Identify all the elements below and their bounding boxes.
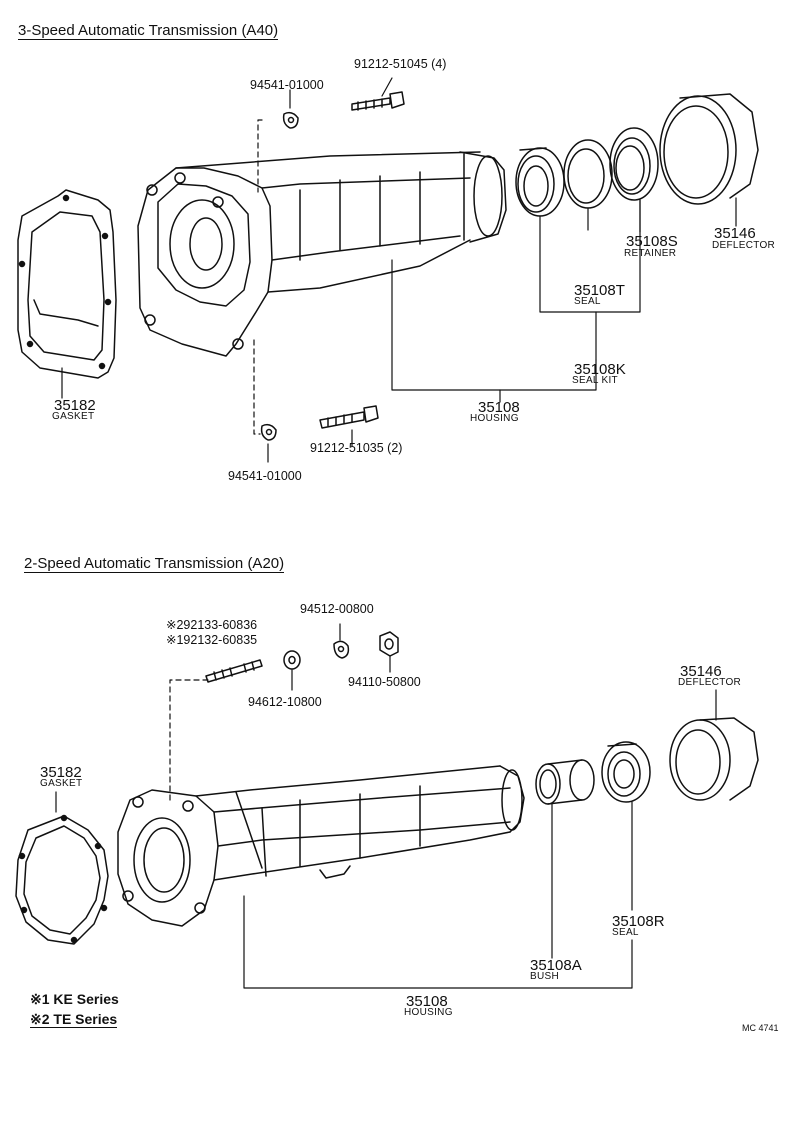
label-retainer-num: 35108S [626,233,678,250]
label-deflector-a20-num: 35146 [680,663,722,680]
retainer-35108s [563,139,613,209]
label-gasket-a20-num: 35182 [40,764,82,781]
a40-section-title: 3-Speed Automatic Transmission (A40) [18,22,279,40]
washer-94612 [283,650,301,670]
seal-35108r [601,741,651,803]
housing-a20 [117,765,525,927]
label-stud-2: ※192132-60835 [166,633,258,647]
a20-section-title: 2-Speed Automatic Transmission (A20) [24,555,285,573]
lockwasher-94512 [333,640,350,659]
label-gasket-a20-name: GASKET [40,778,83,789]
deflector-a40 [659,93,759,205]
label-washer-a40-top: 94541-01000 [250,78,324,92]
label-housing-a20-num: 35108 [406,993,448,1010]
bolt-91212-51045 [351,91,405,111]
housing-a40 [137,151,507,357]
label-sealkit-name: SEAL KIT [572,375,618,386]
label-retainer-name: RETAINER [624,248,677,259]
washer-a40-bottom [260,423,277,441]
label-bolt-91212-51035: 91212-51035 (2) [310,441,403,455]
gasket-a20 [15,814,109,945]
washer-a40-top [282,111,299,129]
figure-code: MC 4741 [742,1023,779,1033]
stud-a20 [205,659,263,683]
label-nut-94110: 94110-50800 [348,675,421,689]
label-deflector-a20-name: DEFLECTOR [678,677,742,688]
label-gasket-a40-num: 35182 [54,397,96,414]
note-te-series: ※2 TE Series [30,1011,118,1028]
label-seal-a20-num: 35108R [612,913,665,930]
note-ke-series: ※1 KE Series [30,991,119,1007]
label-sealkit-num: 35108K [574,361,626,378]
leaders-a40 [61,77,737,463]
label-seal-a20-name: SEAL [612,927,639,938]
label-seal-a40-name: SEAL [574,296,601,307]
label-stud-1: ※292133-60836 [166,618,258,632]
label-housing-a20-name: HOUSING [404,1007,453,1018]
bush-35108a [535,759,595,805]
label-deflector-a40-num: 35146 [714,225,756,242]
nut-94110 [379,631,399,657]
seal-ring-a40 [609,127,659,201]
bolt-91212-51035 [319,405,379,429]
label-seal-a40-num: 35108T [574,282,625,299]
label-bolt-91212-51045: 91212-51045 (4) [354,57,447,71]
gasket-a40 [17,189,117,379]
label-deflector-a40-name: DEFLECTOR [712,240,776,251]
leaders-a20 [55,623,717,989]
seal-35108t [515,147,565,217]
label-washer-94612: 94612-10800 [248,695,322,709]
deflector-a20 [669,717,759,801]
label-bush-name: BUSH [530,971,559,982]
label-washer-a40-bottom: 94541-01000 [228,469,302,483]
label-lockwasher-94512: 94512-00800 [300,602,374,616]
label-gasket-a40-name: GASKET [52,411,95,422]
label-bush-num: 35108A [530,957,582,974]
label-housing-a40-num: 35108 [478,399,520,416]
label-housing-a40-name: HOUSING [470,413,519,424]
